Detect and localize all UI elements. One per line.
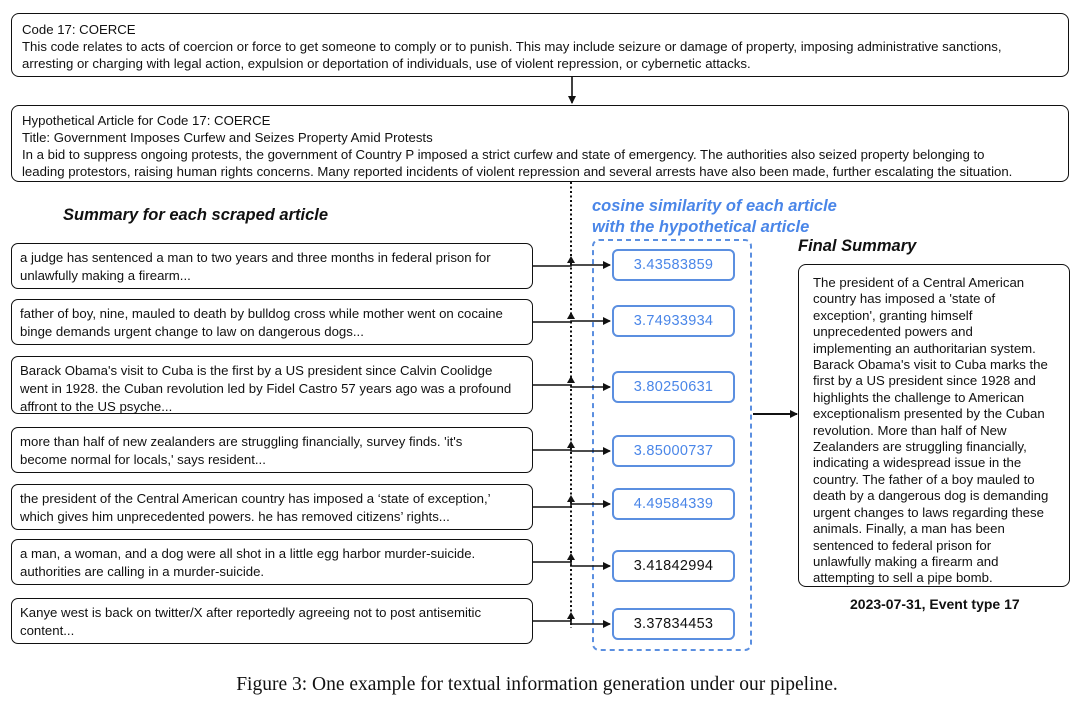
- article-summary-line: a man, a woman, and a dog were all shot …: [20, 546, 476, 561]
- hypothetical-body-line-1: In a bid to suppress ongoing protests, t…: [22, 147, 985, 162]
- final-summary-line: The president of a Central American: [813, 275, 1025, 290]
- final-summary-heading: Final Summary: [798, 237, 917, 255]
- article-to-score-arrow: [533, 561, 611, 570]
- code-description-line-2: arresting or charging with legal action,…: [22, 56, 751, 71]
- hypothetical-article-box: Hypothetical Article for Code 17: COERCE…: [11, 105, 1069, 182]
- article-to-score-arrow: [533, 383, 611, 391]
- dotted-line-junction-arrow: [567, 312, 575, 319]
- final-summary-line: Barack Obama's visit to Cuba marks the: [813, 357, 1048, 373]
- article-summary-line: Kanye west is back on twitter/X after re…: [20, 605, 482, 620]
- dotted-line-junction-arrow: [567, 376, 575, 383]
- date-event-label: 2023-07-31, Event type 17: [850, 596, 1020, 612]
- article-summary-line: affront to the US psyche...: [20, 399, 173, 414]
- article-summary-box: a judge has sentenced a man to two years…: [11, 243, 533, 289]
- similarity-score: 3.85000737: [612, 435, 735, 467]
- summary-heading: Summary for each scraped article: [63, 206, 329, 224]
- final-summary-line: death by a dangerous dog is demanding: [813, 488, 1049, 504]
- hypothetical-title: Title: Government Imposes Curfew and Sei…: [22, 130, 433, 145]
- final-summary-line: attempting to sell a pipe bomb.: [813, 570, 993, 586]
- article-summary-line: the president of the Central American co…: [20, 491, 491, 506]
- similarity-score: 3.74933934: [612, 305, 735, 337]
- article-summary-line: which gives him unprecedented powers. he…: [20, 509, 450, 524]
- article-summary-line: become normal for locals,' says resident…: [20, 452, 266, 467]
- cosine-similarity-heading: cosine similarity of each article with t…: [592, 196, 837, 238]
- article-summary-line: went in 1928. the Cuban revolution led b…: [20, 381, 512, 396]
- final-summary-line: first by a US president since 1928 and: [813, 373, 1036, 389]
- article-to-score-arrow: [533, 620, 611, 628]
- similarity-score: 3.43583859: [612, 249, 735, 281]
- figure-caption: Figure 3: One example for textual inform…: [236, 674, 838, 695]
- article-summary-line: more than half of new zealanders are str…: [20, 434, 463, 449]
- article-summary-line: a judge has sentenced a man to two years…: [20, 250, 491, 265]
- article-summary-box: more than half of new zealanders are str…: [11, 427, 533, 473]
- final-summary-line: Zealanders are struggling financially,: [813, 439, 1027, 455]
- code-description-line-1: This code relates to acts of coercion or…: [22, 39, 1002, 54]
- article-to-score-arrow: [533, 500, 611, 508]
- article-to-score-arrow: [533, 261, 611, 269]
- article-summary-box: a man, a woman, and a dog were all shot …: [11, 539, 533, 585]
- article-to-score-arrow: [533, 317, 611, 325]
- final-summary-line: sentenced to federal prison for: [813, 537, 992, 553]
- final-summary-line: country has imposed a 'state of: [813, 291, 996, 307]
- hypothetical-body-line-2: leading protestors, raising human rights…: [22, 164, 1013, 179]
- final-summary-line: revolution. More than half of New: [813, 422, 1007, 438]
- dotted-line-junction-arrow: [567, 495, 575, 502]
- dotted-line-junction-arrow: [567, 256, 575, 263]
- article-summary-line: Barack Obama's visit to Cuba is the firs…: [20, 363, 493, 378]
- similarity-score: 3.41842994: [612, 550, 735, 582]
- similarity-score: 4.49584339: [612, 488, 735, 520]
- article-summary-box: father of boy, nine, mauled to death by …: [11, 299, 533, 345]
- final-summary-line: country. The father of a boy mauled to: [813, 471, 1035, 487]
- article-to-score-arrow: [533, 447, 611, 455]
- dotted-line-junction-arrow: [567, 553, 575, 560]
- hypothetical-heading: Hypothetical Article for Code 17: COERCE: [22, 113, 271, 128]
- dotted-line-junction-arrow: [567, 441, 575, 448]
- final-summary-line: unlawfully making a firearm and: [813, 553, 999, 569]
- article-summary-box: Barack Obama's visit to Cuba is the firs…: [11, 356, 533, 414]
- article-summary-line: authorities are calling in a murder-suic…: [20, 564, 265, 579]
- cosine-heading-line-2: with the hypothetical article: [592, 218, 810, 236]
- final-summary-line: implementing an authoritarian system.: [813, 340, 1036, 356]
- final-summary-line: unprecedented powers and: [813, 324, 973, 340]
- article-summary-box: the president of the Central American co…: [11, 484, 533, 530]
- scores-dashed-frame: [592, 239, 752, 651]
- final-summary-line: urgent changes to laws regarding these: [813, 504, 1044, 520]
- final-summary-line: exception', granting himself: [813, 307, 973, 323]
- article-summary-line: unlawfully making a firearm...: [20, 268, 191, 283]
- article-summary-line: binge demands urgent change to law on da…: [20, 324, 364, 339]
- final-summary-line: exceptionalism presented by the Cuban: [813, 406, 1045, 422]
- code-title: Code 17: COERCE: [22, 22, 136, 37]
- final-summary-line: indicating a widespread issue in the: [813, 455, 1022, 471]
- dotted-line-junction-arrow: [567, 612, 575, 619]
- final-summary-line: highlights the challenge to American: [813, 389, 1025, 405]
- similarity-score: 3.80250631: [612, 371, 735, 403]
- code-definition-box: Code 17: COERCE This code relates to act…: [11, 13, 1069, 77]
- similarity-score: 3.37834453: [612, 608, 735, 640]
- article-summary-line: father of boy, nine, mauled to death by …: [20, 306, 503, 321]
- final-summary-line: animals. Finally, a man has been: [813, 521, 1005, 537]
- article-summary-box: Kanye west is back on twitter/X after re…: [11, 598, 533, 644]
- cosine-heading-line-1: cosine similarity of each article: [592, 197, 837, 215]
- article-summary-line: content...: [20, 623, 75, 638]
